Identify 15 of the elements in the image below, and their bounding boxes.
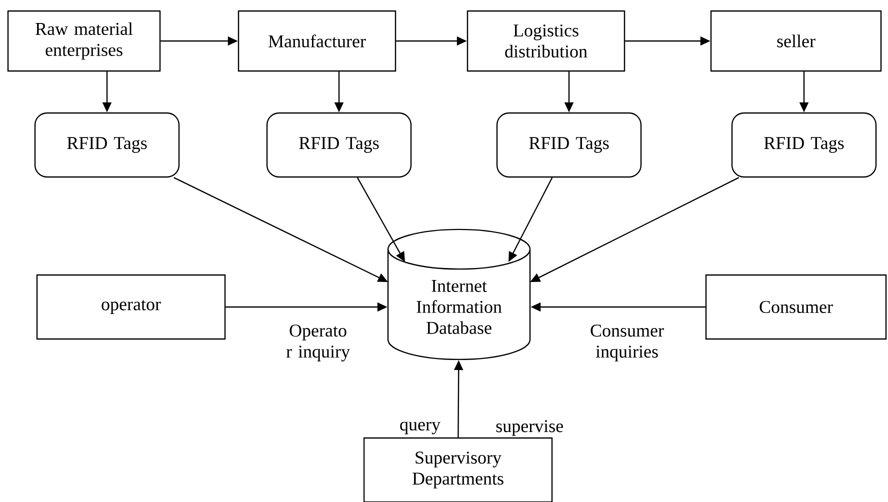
process-box: Supervisory Departments [363, 437, 553, 502]
edge-label: query [400, 422, 440, 434]
process-box: Manufacturer [238, 10, 396, 72]
tag-box: RFID Tags [731, 112, 877, 178]
process-box: operator [36, 274, 226, 340]
tag-box: RFID Tags [34, 112, 180, 178]
database-cylinder: Internet Information Database [387, 228, 531, 360]
process-box: Consumer [705, 274, 887, 340]
process-box: Raw material enterprises [7, 10, 161, 72]
tag-box: RFID Tags [266, 112, 412, 178]
process-box: Logistics distribution [466, 10, 626, 72]
edge-label: Operato r inquiry [286, 324, 350, 362]
tag-box: RFID Tags [496, 112, 642, 178]
process-box: seller [710, 10, 882, 72]
edge-label: Consumer inquiries [590, 324, 664, 362]
